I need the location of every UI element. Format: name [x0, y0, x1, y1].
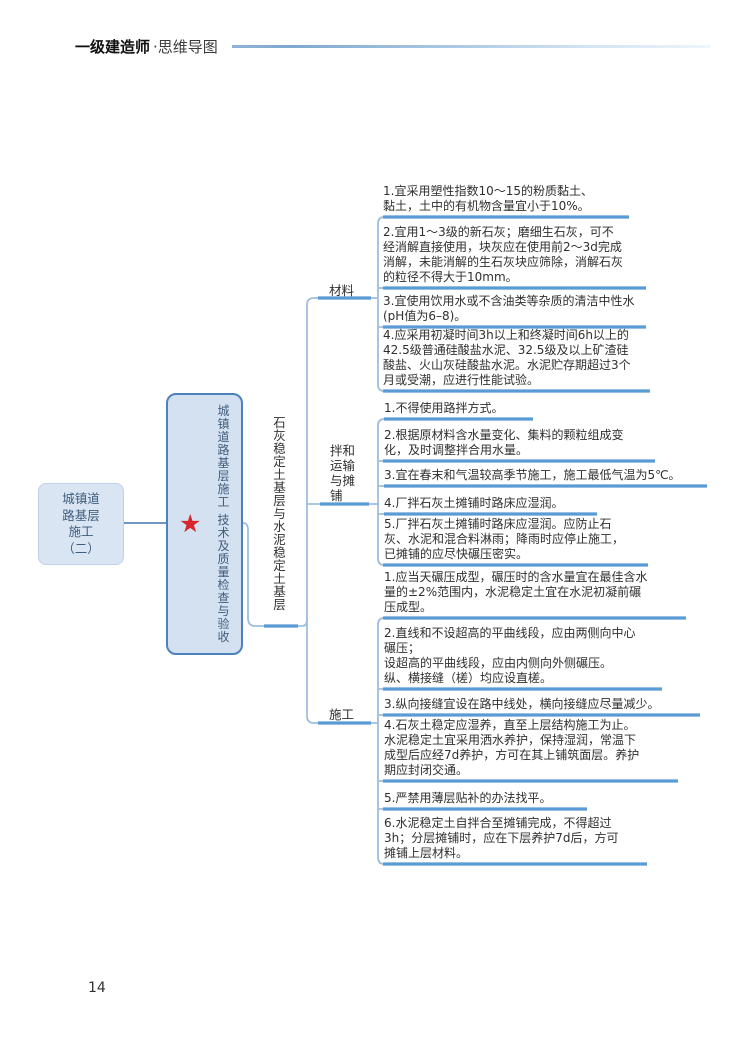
note-item: 4.应采用初凝时间3h以上和终凝时间6h以上的42.5级普通硅酸盐水泥、32.5… — [383, 328, 631, 387]
note-item: 1.应当天碾压成型，碾压时的含水量宜在最佳含水量的±2%范围内，水泥稳定土宜在水… — [384, 570, 648, 614]
note-item: 4.石灰土稳定应湿养，直至上层结构施工为止。水泥稳定土宜采用洒水养护，保持湿润，… — [384, 718, 640, 777]
brand-title: 一级建造师 — [75, 38, 151, 56]
note-item: 5.严禁用薄层贴补的办法找平。 — [384, 791, 552, 805]
note-item: 3.宜使用饮用水或不含油类等杂质的清洁中性水(pH值为6–8)。 — [383, 294, 635, 323]
node-root-topic: 城镇道 路基层 施工 （二） — [38, 483, 124, 565]
note-item: 1.宜采用塑性指数10～15的粉质黏土、黏土，土中的有机物含量宜小于10%。 — [383, 184, 593, 213]
node-main-topic: ★ 城镇道路基层施工 技术及质量检查与验收 — [166, 393, 243, 655]
note-item: 1.不得使用路拌方式。 — [384, 401, 504, 415]
note-item: 6.水泥稳定土自拌合至摊铺完成，不得超过3h；分层摊铺时，应在下层养护7d后，方… — [384, 816, 619, 860]
note-item: 3.纵向接缝宜设在路中线处，横向接缝应尽量减少。 — [384, 697, 660, 711]
branch-label-construction: 施工 — [329, 707, 355, 722]
header-subtitle: ·思维导图 — [153, 38, 218, 56]
page-header: 一级建造师·思维导图 — [75, 36, 218, 57]
note-item: 5.厂拌石灰土摊铺时路床应湿润。应防止石灰、水泥和混合料淋雨；降雨时应停止施工，… — [384, 517, 625, 561]
note-item: 2.根据原材料含水量变化、集料的颗粒组成变化，及时调整拌合用水量。 — [384, 428, 624, 457]
note-item: 2.直线和不设超高的平曲线段，应由两侧向中心碾压； 设超高的平曲线段，应由内侧向… — [384, 626, 636, 685]
header-rule — [232, 45, 710, 48]
note-item: 2.宜用1～3级的新石灰；磨细生石灰，可不经消解直接使用，块灰应在使用前2～3d… — [383, 225, 624, 284]
page-number: 14 — [88, 980, 106, 996]
branch-label-materials: 材料 — [329, 283, 355, 298]
branch-label-mixing-transport-paving: 拌和运输与摊铺 — [330, 443, 356, 503]
star-icon: ★ — [179, 509, 202, 538]
node-subtopic: 石灰稳定土基层与水泥稳定土基层 — [271, 416, 286, 611]
note-item: 3.宜在春末和气温较高季节施工，施工最低气温为5℃。 — [384, 468, 681, 482]
note-item: 4.厂拌石灰土摊铺时路床应湿润。 — [384, 496, 564, 510]
main-topic-label: 城镇道路基层施工 技术及质量检查与验收 — [216, 404, 230, 644]
